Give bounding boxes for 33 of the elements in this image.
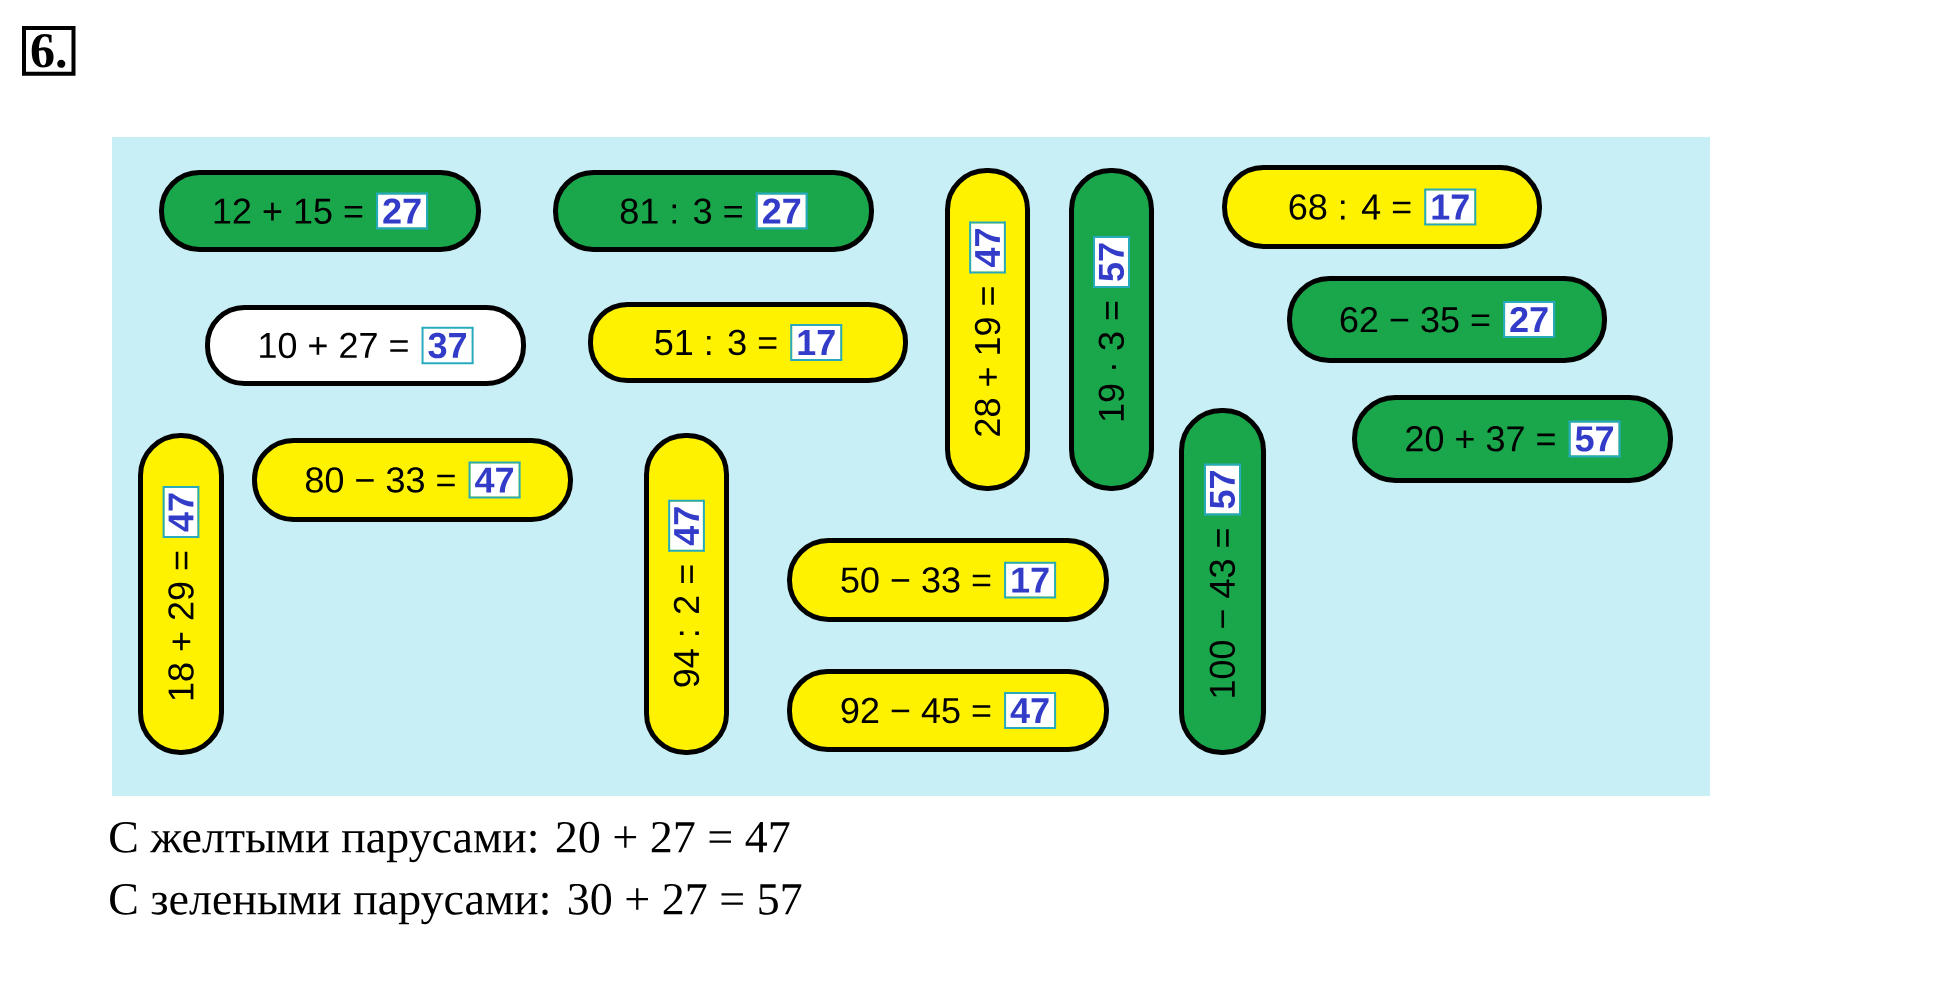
equation-pill: 12 + 15 = 27 <box>159 170 481 252</box>
answer-box: 47 <box>1003 692 1058 729</box>
answer-line: С зелеными парусами: 30 + 27 = 57 <box>110 883 802 925</box>
answer-box: 47 <box>969 220 1006 275</box>
equation-pill: 50 − 33 = 17 <box>787 538 1109 622</box>
answer-box: 17 <box>1003 561 1058 599</box>
answer-box: 27 <box>375 192 430 230</box>
equation-pill: 80 − 33 = 47 <box>252 438 573 522</box>
answer-box: 17 <box>789 324 844 361</box>
equation-pill: 18 + 29 = 47 <box>138 433 224 755</box>
answer-box: 27 <box>1502 300 1557 339</box>
answer-box: 37 <box>420 326 475 365</box>
task-number: 6. <box>22 26 76 76</box>
equation-pill: 62 − 35 = 27 <box>1287 276 1607 363</box>
answer-box: 47 <box>467 461 522 499</box>
answer-box: 27 <box>754 192 809 230</box>
answer-box: 57 <box>1092 234 1131 289</box>
answer-box: 57 <box>1567 420 1622 458</box>
answer-line: С желтыми парусами: 20 + 27 = 47 <box>110 821 790 863</box>
answer-box: 47 <box>162 484 200 539</box>
answer-box: 57 <box>1203 462 1242 517</box>
equation-pill: 28 + 19 = 47 <box>945 168 1030 491</box>
equation-pill: 51 : 3 = 17 <box>588 302 908 383</box>
equation-pill: 19 · 3 = 57 <box>1069 168 1154 491</box>
equation-pill: 20 + 37 = 57 <box>1352 395 1673 483</box>
equation-pill: 92 − 45 = 47 <box>787 669 1109 752</box>
equation-pill: 10 + 27 = 37 <box>205 305 526 386</box>
equation-pill: 94 : 2 = 47 <box>644 433 729 755</box>
answer-box: 17 <box>1423 188 1478 226</box>
equation-pill: 81 : 3 = 27 <box>553 170 874 252</box>
answer-box: 47 <box>668 498 705 553</box>
equation-pill: 100 − 43 = 57 <box>1179 408 1266 755</box>
equation-pill: 68 : 4 = 17 <box>1222 165 1542 249</box>
